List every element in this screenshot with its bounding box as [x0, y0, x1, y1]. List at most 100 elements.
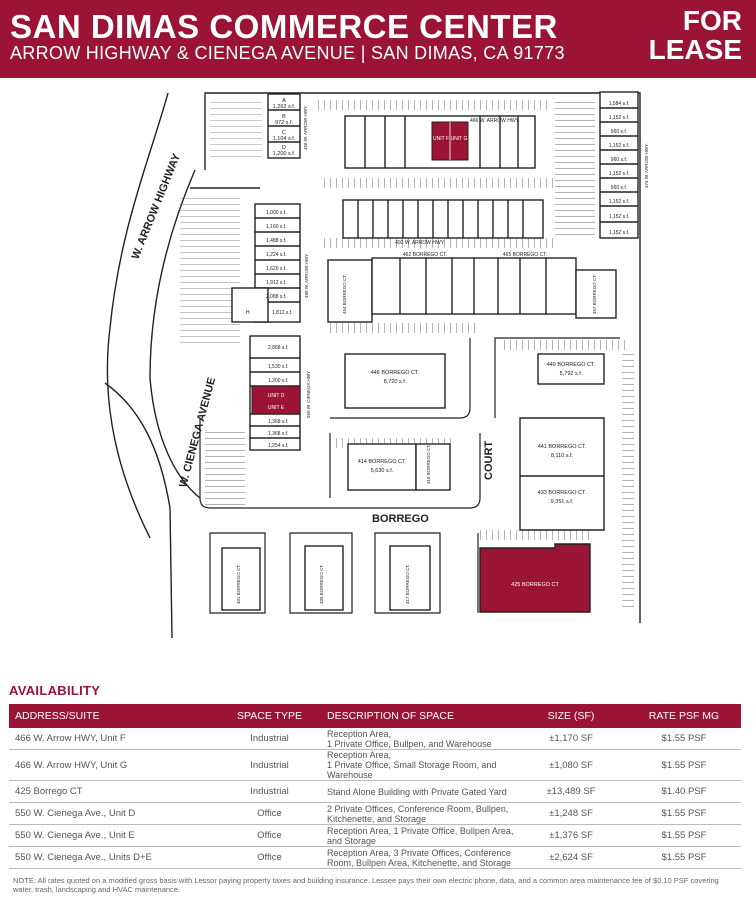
unit-480-c: 1,488 s.f.: [266, 238, 287, 244]
for-lease-badge: FOR LEASE: [649, 6, 742, 64]
unit-458-b-size: 972 s.f.: [275, 120, 294, 126]
cell-description: Reception Area, 1 Private Office, Bullpe…: [327, 728, 492, 749]
footnote: NOTE: All rates quoted on a modified gro…: [13, 876, 719, 894]
unit-480-g: 2,088 s.f.: [266, 294, 287, 300]
unit-g-label: UNIT G: [451, 136, 468, 142]
cell-type: Industrial: [250, 759, 289, 771]
label-550: 550 W. CIENEGA HWY: [306, 371, 311, 418]
label-465: 465 BORREGO CT.: [503, 252, 547, 258]
cell-rate: $1.55 PSF: [661, 830, 707, 841]
table-header: ADDRESS/SUITE SPACE TYPE DESCRIPTION OF …: [9, 704, 741, 728]
cell-rate: $1.55 PSF: [661, 808, 707, 819]
unit-480-b: 1,160 s.f.: [266, 224, 287, 230]
table-row: 466 W. Arrow HWY, Unit G Industrial Rece…: [9, 750, 741, 781]
header-space-type: SPACE TYPE: [237, 710, 302, 722]
unit-474-d: 1,152 s.f.: [609, 143, 630, 149]
cell-rate: $1.55 PSF: [661, 852, 707, 863]
unit-474-g: 960 s.f.: [611, 185, 627, 191]
unit-458-a-letter: A: [282, 98, 286, 104]
unit-458-b-letter: B: [282, 114, 286, 120]
label-446: 446 BORREGO CT.: [371, 370, 420, 376]
unit-474-a: 1,584 s.f.: [609, 101, 630, 107]
cell-address: 466 W. Arrow HWY, Unit F: [15, 733, 126, 744]
parking-stalls: [180, 98, 634, 610]
unit-550-h: 1,254 s.f.: [268, 443, 289, 449]
badge-line-2: LEASE: [648, 34, 742, 65]
cell-rate: $1.55 PSF: [661, 759, 707, 771]
perimeter-line: [204, 92, 641, 623]
label-458: 458 W. ARROW HWY.: [303, 105, 308, 150]
unit-458-c-letter: C: [282, 130, 286, 136]
table-row: 466 W. Arrow HWY, Unit F Industrial Rece…: [9, 728, 741, 750]
label-414: 414 BORREGO CT.: [358, 459, 407, 465]
label-425: 425 BORREGO CT: [511, 582, 559, 588]
header-description: DESCRIPTION OF SPACE: [327, 710, 454, 722]
label-454: 454 BORREGO CT.: [342, 274, 347, 314]
unit-458-c-size: 1,104 s.f.: [273, 136, 296, 142]
label-480: 480 W. ARROW HWY.: [304, 253, 309, 298]
label-492: 492 W. ARROW HWY.: [395, 240, 445, 246]
cell-address: 550 W. Cienega Ave., Unit E: [15, 830, 135, 841]
building-480: [231, 203, 301, 323]
label-401: 401 BORREGO CT.: [236, 564, 241, 604]
buildings-401-409-417: [221, 545, 431, 611]
unit-474-c: 960 s.f.: [611, 129, 627, 135]
cell-rate: $1.40 PSF: [661, 786, 707, 797]
cell-type: Industrial: [250, 786, 289, 797]
unit-474-e: 960 s.f.: [611, 157, 627, 163]
unit-550-d: UNIT D: [268, 393, 285, 399]
unit-480-j: 1,812 s.f.: [272, 310, 293, 316]
availability-title: AVAILABILITY: [9, 683, 101, 698]
table-row: 550 W. Cienega Ave., Unit E Office Recep…: [9, 825, 741, 847]
cell-type: Office: [257, 852, 282, 863]
cell-description: 2 Private Offices, Conference Room, Bull…: [327, 803, 509, 824]
unit-480-d: 1,224 s.f.: [266, 252, 287, 258]
label-433: 433 BORREGO CT.: [538, 490, 587, 496]
cell-type: Office: [257, 830, 282, 841]
unit-474-h: 1,152 s.f.: [609, 199, 630, 205]
unit-480-f: 1,912 s.f.: [266, 280, 287, 286]
unit-480-a: 1,000 s.f.: [266, 210, 287, 216]
label-441: 441 BORREGO CT.: [538, 444, 587, 450]
label-417: 417 BORREGO CT.: [405, 564, 410, 604]
unit-474-k: 1,152 s.f.: [609, 230, 630, 236]
cell-description: Stand Alone Building with Private Gated …: [327, 786, 507, 797]
unit-480-h: H: [246, 310, 250, 316]
unit-458-a-size: 1,262 s.f.: [273, 104, 296, 110]
table-row: 550 W. Cienega Ave., Units D+E Office Re…: [9, 847, 741, 869]
cell-rate: $1.55 PSF: [661, 733, 707, 744]
unit-474-b: 1,152 s.f.: [609, 115, 630, 121]
label-457: 457 BORREGO CT.: [592, 274, 597, 314]
label-418: 418 BORREGO CT.: [426, 444, 431, 484]
cell-description: Reception Area, 1 Private Office, Small …: [327, 750, 497, 780]
cell-size: ±1,376 SF: [549, 830, 593, 841]
unit-550-g: 1,368 s.f.: [268, 431, 289, 437]
highlight-unit-d-e: [251, 385, 301, 415]
label-449: 449 BORREGO CT.: [547, 362, 596, 368]
cell-size: ±13,489 SF: [546, 786, 596, 797]
cienega-curb: [104, 382, 173, 639]
street-borrego: BORREGO: [372, 513, 429, 525]
street-court: COURT: [483, 441, 495, 480]
cell-size: ±2,624 SF: [549, 852, 593, 863]
building-458: [267, 93, 301, 159]
unit-550-f: 1,368 s.f.: [268, 419, 289, 425]
building-449: [537, 353, 605, 385]
unit-458-d-letter: D: [282, 145, 286, 151]
building-462-465: [327, 257, 617, 323]
header-banner: SAN DIMAS COMMERCE CENTER ARROW HIGHWAY …: [0, 0, 756, 78]
unit-474-i: 1,152 s.f.: [609, 214, 630, 220]
header-size: SIZE (SF): [547, 710, 595, 722]
unit-480-e: 1,620 s.f.: [266, 266, 287, 272]
cell-size: ±1,080 SF: [549, 759, 593, 771]
page-title: SAN DIMAS COMMERCE CENTER: [10, 8, 558, 45]
building-446: [344, 353, 446, 409]
cell-type: Industrial: [250, 733, 289, 744]
cell-address: 466 W. Arrow HWY, Unit G: [15, 759, 128, 771]
building-414-418: [347, 443, 451, 491]
arrow-highway-curb: [106, 92, 169, 539]
table-row: 425 Borrego CT Industrial Stand Alone Bu…: [9, 781, 741, 803]
label-409: 409 BORREGO CT.: [319, 564, 324, 604]
header-rate: RATE PSF MG: [648, 710, 720, 722]
unit-550-b: 1,530 s.f.: [268, 364, 289, 370]
